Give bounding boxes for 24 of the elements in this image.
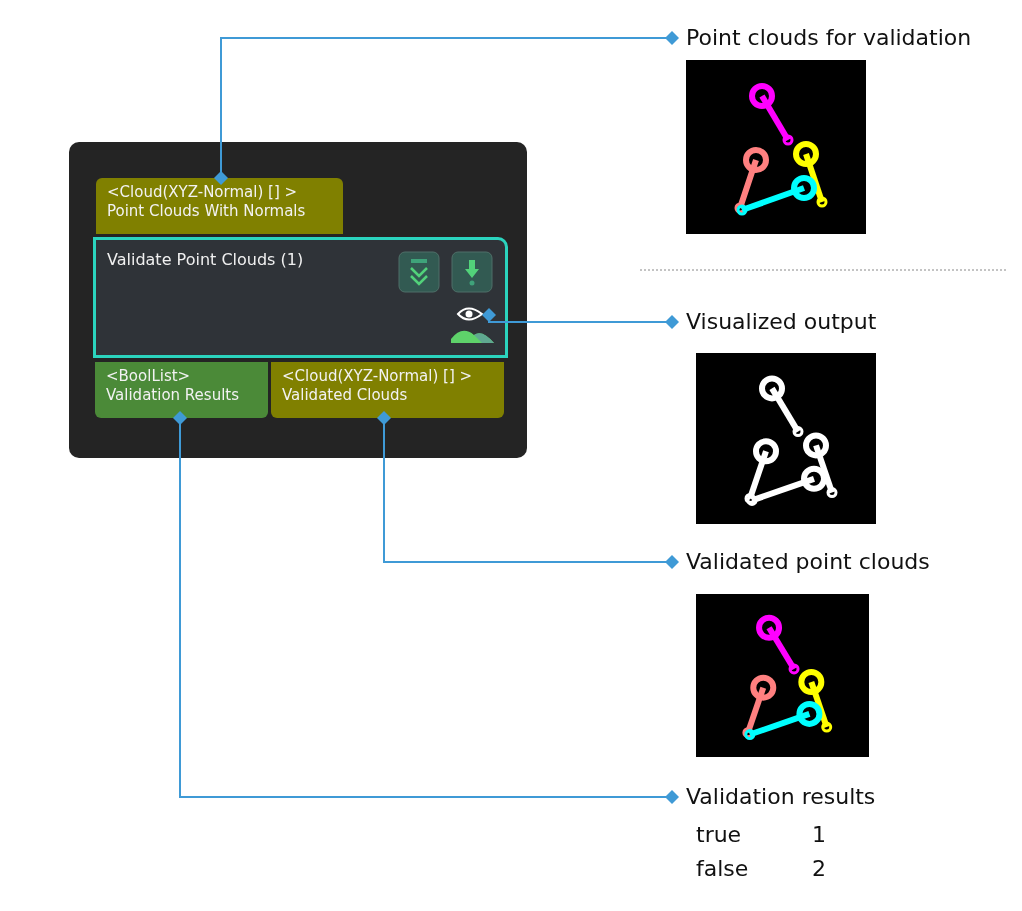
connector-line <box>377 411 679 569</box>
count-value: 2 <box>812 856 826 881</box>
input-port <box>96 178 343 234</box>
output-label: Validated point clouds <box>686 548 931 576</box>
output-label: Validation results <box>686 783 877 811</box>
output-label: Point clouds for validation <box>686 24 973 52</box>
port-type: <BoolList> <box>106 367 192 386</box>
result-value: true <box>696 822 742 847</box>
node-panel <box>69 142 527 458</box>
port-name: Point Clouds With Normals <box>107 202 307 221</box>
port-type: <Cloud(XYZ-Normal) [] > <box>282 367 474 386</box>
result-value: false <box>696 856 749 881</box>
step-box <box>93 237 508 358</box>
output-label: Visualized output <box>686 308 878 336</box>
connector-line <box>214 31 679 185</box>
connector-line <box>173 411 679 804</box>
output-port <box>95 362 268 418</box>
connector-line <box>482 308 679 329</box>
port-name: Validation Results <box>106 386 240 405</box>
port-name: Validated Clouds <box>282 386 409 405</box>
count-value: 1 <box>812 822 826 847</box>
output-port <box>271 362 504 418</box>
port-type: <Cloud(XYZ-Normal) [] > <box>107 183 299 202</box>
step-title: Validate Point Clouds (1) <box>107 250 305 269</box>
